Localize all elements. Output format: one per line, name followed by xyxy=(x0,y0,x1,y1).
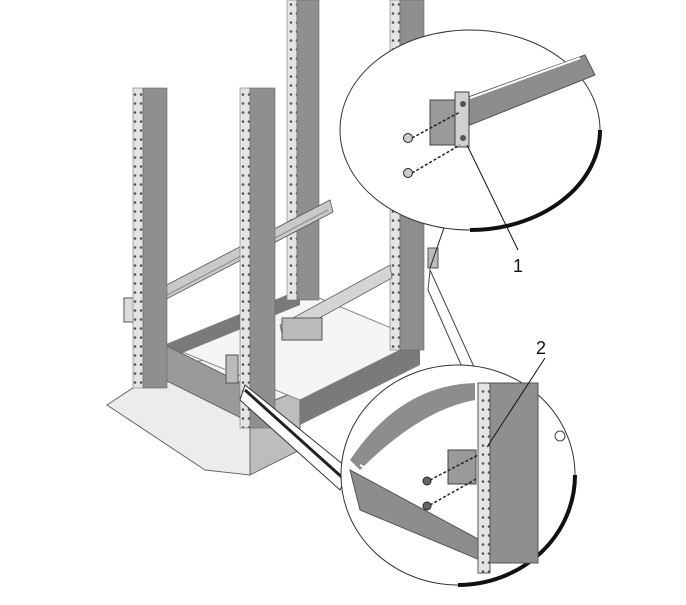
detail-view-1 xyxy=(339,29,602,251)
rack-post-front-right[interactable] xyxy=(239,87,276,429)
detail-view-2 xyxy=(340,357,577,587)
detail-leader-lines xyxy=(239,224,481,491)
mounting-rail-right[interactable] xyxy=(279,264,393,341)
callout-label-2: 2 xyxy=(536,338,547,358)
rack-post-back-left[interactable] xyxy=(286,0,320,301)
rack-post-front-left[interactable] xyxy=(132,87,168,389)
rear-bracket xyxy=(225,354,239,384)
callout-label-1: 1 xyxy=(513,256,524,276)
